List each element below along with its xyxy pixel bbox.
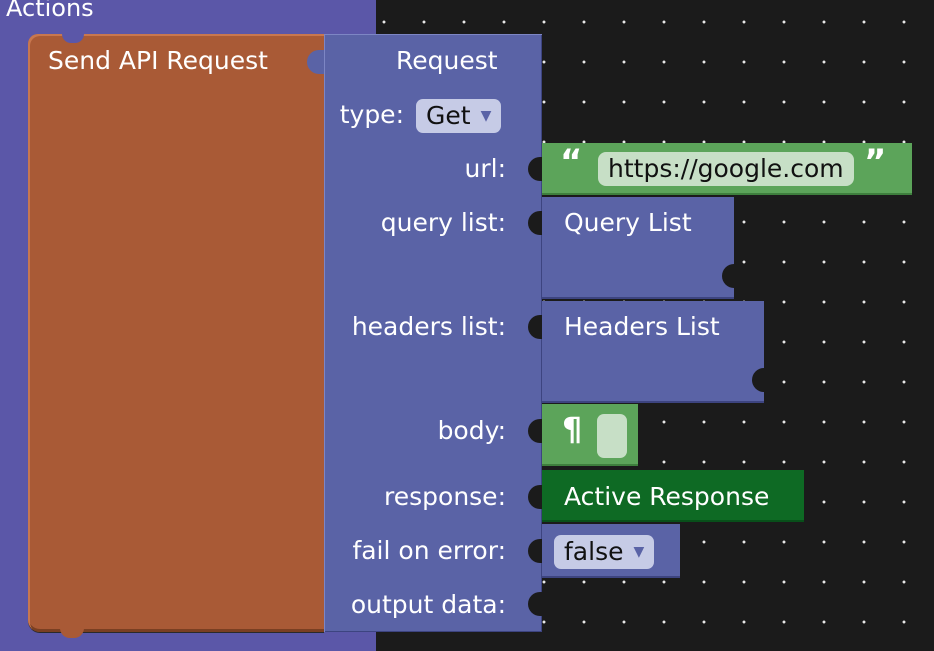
body-input-socket bbox=[528, 419, 542, 443]
caret-down-icon: ▼ bbox=[480, 108, 492, 124]
response-label: response: bbox=[384, 482, 506, 511]
response-input-socket bbox=[528, 485, 542, 509]
request-connector-tab bbox=[307, 50, 324, 74]
headers-input-socket bbox=[528, 315, 542, 339]
url-input-socket bbox=[528, 157, 542, 181]
fail-dropdown-value: false bbox=[564, 537, 624, 566]
query-list-label: query list: bbox=[380, 208, 506, 237]
fail-on-error-dropdown[interactable]: false ▼ bbox=[554, 535, 655, 569]
active-response-title: Active Response bbox=[564, 482, 770, 511]
type-dropdown-value: Get bbox=[426, 101, 471, 130]
close-quote-icon: ” bbox=[864, 142, 887, 182]
block-bottom-notch bbox=[60, 628, 84, 638]
type-label: type: bbox=[339, 100, 404, 129]
fail-input-socket bbox=[528, 539, 542, 563]
pilcrow-icon: ¶ bbox=[562, 410, 583, 448]
body-text-field[interactable] bbox=[597, 414, 627, 458]
query-list-next-socket bbox=[722, 264, 736, 288]
headers-list-label: headers list: bbox=[351, 312, 506, 341]
output-data-socket bbox=[528, 592, 542, 616]
url-label: url: bbox=[464, 154, 507, 183]
query-input-socket bbox=[528, 211, 542, 235]
category-title: Actions bbox=[6, 0, 94, 22]
headers-list-block[interactable] bbox=[542, 301, 764, 403]
headers-list-next-socket bbox=[752, 368, 766, 392]
output-data-label: output data: bbox=[350, 590, 506, 619]
caret-down-icon: ▼ bbox=[633, 544, 645, 560]
request-title: Request bbox=[396, 46, 498, 75]
url-text-field[interactable]: https://google.com bbox=[598, 152, 854, 186]
type-dropdown[interactable]: Get ▼ bbox=[416, 99, 502, 133]
send-api-request-label: Send API Request bbox=[48, 46, 268, 75]
fail-on-error-label: fail on error: bbox=[352, 536, 506, 565]
request-block[interactable] bbox=[324, 34, 542, 632]
query-list-title: Query List bbox=[564, 208, 692, 237]
block-top-notch bbox=[62, 34, 84, 43]
query-list-block[interactable] bbox=[542, 197, 734, 299]
headers-list-title: Headers List bbox=[564, 312, 720, 341]
active-response-block[interactable] bbox=[542, 470, 804, 522]
send-api-request-block[interactable] bbox=[28, 34, 324, 632]
open-quote-icon: “ bbox=[560, 142, 583, 182]
body-label: body: bbox=[437, 416, 506, 445]
